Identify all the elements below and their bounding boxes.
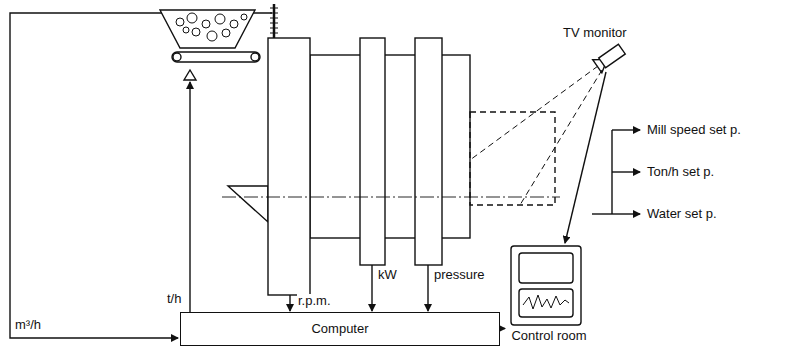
kw-signal-line (371, 265, 372, 311)
rpm-signal-line (289, 295, 290, 311)
mill-axis (222, 197, 560, 198)
weigher-symbol (184, 70, 196, 80)
box-label: Computer (311, 322, 368, 336)
tv-camera (593, 43, 627, 73)
computer-box: Computer (180, 312, 500, 346)
signal-label: TV monitor (562, 26, 628, 40)
signal-label: Mill speed set p. (646, 123, 742, 137)
mill-ring (415, 38, 442, 265)
control-room-monitor: Control room (505, 245, 593, 345)
signal-label: m³/h (14, 318, 42, 332)
signal-label: Ton/h set p. (646, 165, 715, 179)
signal-label: t/h (166, 292, 182, 306)
mill-flange (268, 38, 310, 295)
monitor-caption: Control room (511, 329, 586, 343)
signal-label: pressure (433, 268, 486, 282)
monitor-symbol (505, 245, 587, 327)
ore-hopper (160, 10, 255, 48)
signal-label: Water set p. (646, 207, 718, 221)
tph-signal-line (189, 82, 190, 312)
signal-label: kW (377, 268, 398, 282)
conveyor-belt (172, 52, 260, 62)
mill-drum (310, 55, 470, 238)
mill-ring (360, 38, 385, 265)
connector-arrow (500, 328, 505, 329)
feed-chute (228, 186, 268, 222)
mill-discharge (470, 112, 555, 205)
video-line (565, 72, 606, 243)
pressure-signal-line (427, 265, 428, 311)
water-signal-line (10, 13, 272, 338)
signal-label: r.p.m. (297, 294, 332, 308)
